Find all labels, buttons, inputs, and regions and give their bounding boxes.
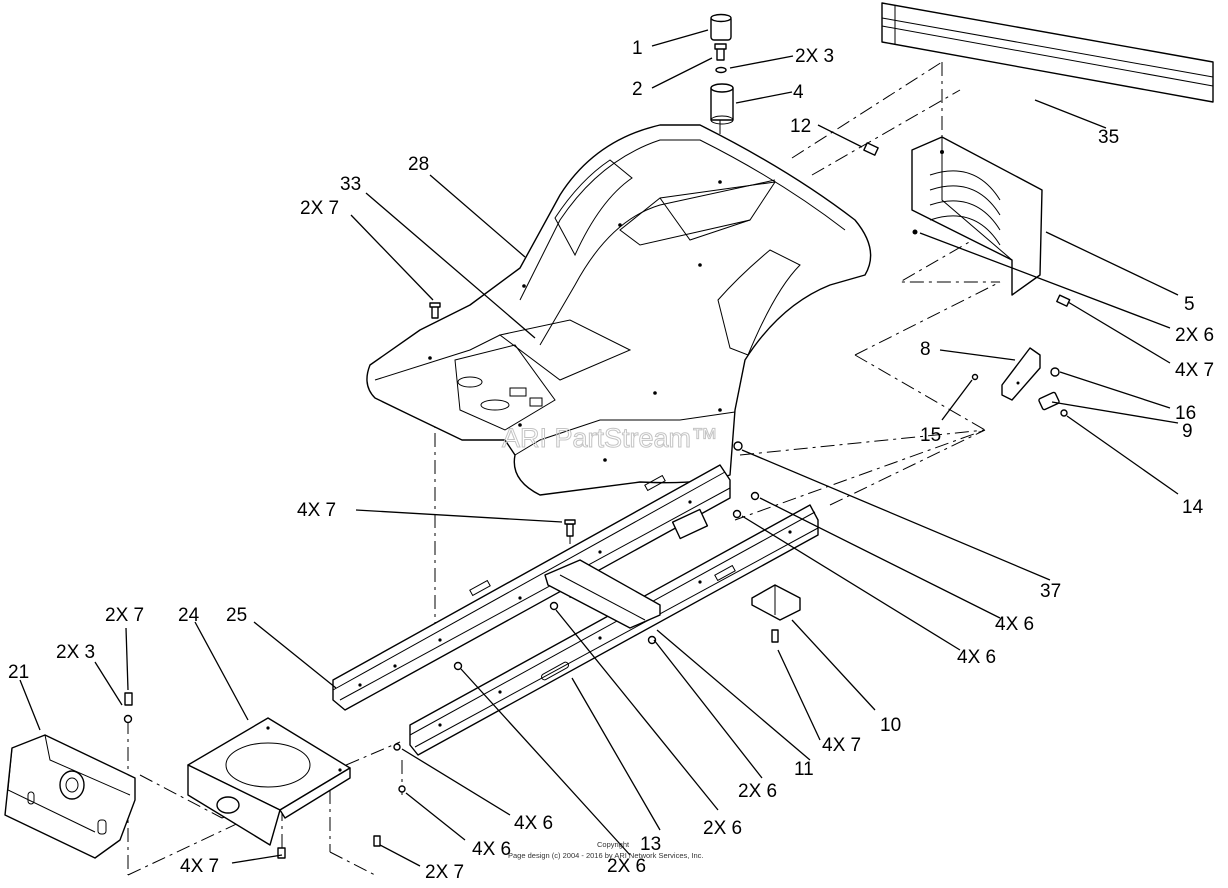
callout-9: 9 <box>1182 421 1193 442</box>
part-9-latch <box>1038 391 1060 411</box>
part-37-nut <box>733 441 743 451</box>
callout-2x7-left: 2X 7 <box>105 605 144 626</box>
part-10-bracket <box>751 584 801 643</box>
callout-14: 14 <box>1182 497 1204 518</box>
part-5-grille-bracket <box>911 136 1043 296</box>
callout-4x7-center: 4X 7 <box>297 500 336 521</box>
callout-12: 12 <box>790 116 811 137</box>
callout-4x6-bottom-2: 4X 6 <box>472 839 511 860</box>
callout-2: 2 <box>632 79 643 100</box>
part-15-screw <box>971 373 979 381</box>
copyright-line-1: Copyright <box>597 840 630 849</box>
part-24-mount-plate <box>187 717 351 846</box>
callout-5: 5 <box>1184 294 1195 315</box>
callout-10: 10 <box>880 715 901 736</box>
part-8-latch-bracket <box>1001 347 1041 401</box>
part-11-cross-member <box>544 508 709 645</box>
part-35-rail <box>881 2 1214 103</box>
leader-lines <box>19 29 1179 867</box>
callout-2x6-lower-1: 2X 6 <box>738 781 777 802</box>
watermark: ARI PartStream™ <box>502 423 718 453</box>
callout-28: 28 <box>408 154 429 175</box>
callout-13: 13 <box>640 834 661 855</box>
callout-4: 4 <box>793 82 804 103</box>
part-12-bolt <box>863 142 879 156</box>
callout-4x6-right-lower: 4X 6 <box>957 647 996 668</box>
part-21-axle-mount <box>4 734 136 859</box>
callout-4x6-bottom-1: 4X 6 <box>514 813 553 834</box>
callout-16: 16 <box>1175 403 1196 424</box>
copyright-line-2: Page design (c) 2004 - 2016 by ARI Netwo… <box>508 851 704 860</box>
part-25-frame-rail <box>332 464 731 711</box>
part-7-bolt-left <box>429 302 441 319</box>
fasteners-bottom-left <box>123 661 463 859</box>
callout-8: 8 <box>920 339 931 360</box>
callout-2x7-bottom: 2X 7 <box>425 862 464 883</box>
part-3-washer <box>715 66 727 74</box>
callout-2x7-top: 2X 7 <box>300 198 339 219</box>
callout-15: 15 <box>920 425 941 446</box>
callout-2x6-lower-2: 2X 6 <box>703 818 742 839</box>
callout-24: 24 <box>178 605 200 626</box>
callout-2x6-right: 2X 6 <box>1175 325 1214 346</box>
callout-2x3-left: 2X 3 <box>56 642 95 663</box>
part-13-frame-rail <box>409 504 819 756</box>
callout-4x7-bottom: 4X 7 <box>180 856 219 877</box>
callout-33: 33 <box>340 174 361 195</box>
callout-labels: 1 2 2X 3 4 35 12 28 33 2X 7 5 2X 6 4X 7 … <box>8 38 1214 883</box>
part-14-washer <box>1060 409 1068 417</box>
callout-4x7-right: 4X 7 <box>1175 360 1214 381</box>
part-2-bolt <box>714 43 727 61</box>
callout-25: 25 <box>226 605 247 626</box>
callout-21: 21 <box>8 662 29 683</box>
callout-11: 11 <box>794 759 814 780</box>
part-4-spacer <box>710 83 734 125</box>
part-7-bolt-center <box>564 519 576 537</box>
callout-4x7-lower-right: 4X 7 <box>822 735 861 756</box>
part-6-nuts-right <box>732 491 760 519</box>
callout-35: 35 <box>1098 127 1119 148</box>
part-1-knob <box>710 13 732 41</box>
callout-4x6-right-upper: 4X 6 <box>995 614 1034 635</box>
callout-2x6-bottom: 2X 6 <box>607 856 646 877</box>
part-28-fender-pan <box>366 124 872 496</box>
callout-2x3-top: 2X 3 <box>795 46 834 67</box>
part-7-bolt-upper <box>1056 294 1071 307</box>
part-16-nut <box>1050 367 1060 377</box>
callout-1: 1 <box>632 38 643 59</box>
callout-37: 37 <box>1040 581 1061 602</box>
